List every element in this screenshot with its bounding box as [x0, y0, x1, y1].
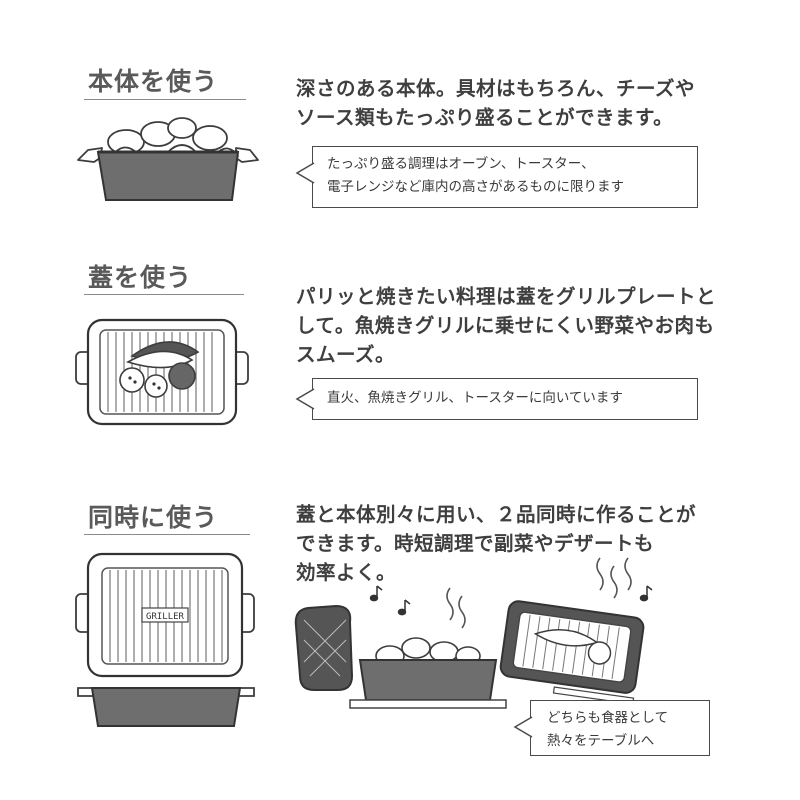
- note-callout: どちらも食器として 熱々をテーブルへ: [513, 700, 710, 756]
- note-callout: たっぷり盛る調理はオーブン、トースター、 電子レンジなど庫内の高さがあるものに限…: [295, 146, 698, 208]
- note-callout: 直火、魚焼きグリル、トースターに向いています: [295, 378, 698, 420]
- section-description: パリッと焼きたい料理は蓋をグリルプレートと して。魚焼きグリルに乗せにくい野菜や…: [296, 285, 717, 366]
- section-description: 蓋と本体別々に用い、２品同時に作ることが できます。時短調理で副菜やデザートも …: [296, 503, 697, 584]
- oven-mitt-icon: [294, 604, 354, 691]
- section-title-body: 本体を使う: [88, 67, 219, 96]
- section-description: 深さのある本体。具材はもちろん、チーズや ソース類もたっぷり盛ることができます。: [296, 77, 696, 129]
- title-underline: [84, 294, 244, 295]
- section-title-simultaneous: 同時に使う: [88, 503, 219, 532]
- brand-label: GRILLER: [146, 612, 185, 622]
- lid-grill-plate-illustration: [75, 318, 249, 426]
- dish-body-side-illustration: [77, 687, 255, 727]
- section-title-lid: 蓋を使う: [88, 263, 193, 292]
- two-dish-cooking-illustration: [294, 557, 653, 709]
- lid-top-view-illustration: GRILLER: [75, 552, 255, 678]
- dish-with-food-illustration: [77, 117, 259, 201]
- music-note-icon: [369, 585, 653, 616]
- title-underline: [84, 99, 246, 100]
- steam-icon: [446, 557, 632, 629]
- callout-tail-icon: [295, 162, 315, 184]
- callout-tail-icon: [513, 716, 533, 738]
- callout-tail-icon: [295, 388, 315, 410]
- title-underline: [84, 534, 250, 535]
